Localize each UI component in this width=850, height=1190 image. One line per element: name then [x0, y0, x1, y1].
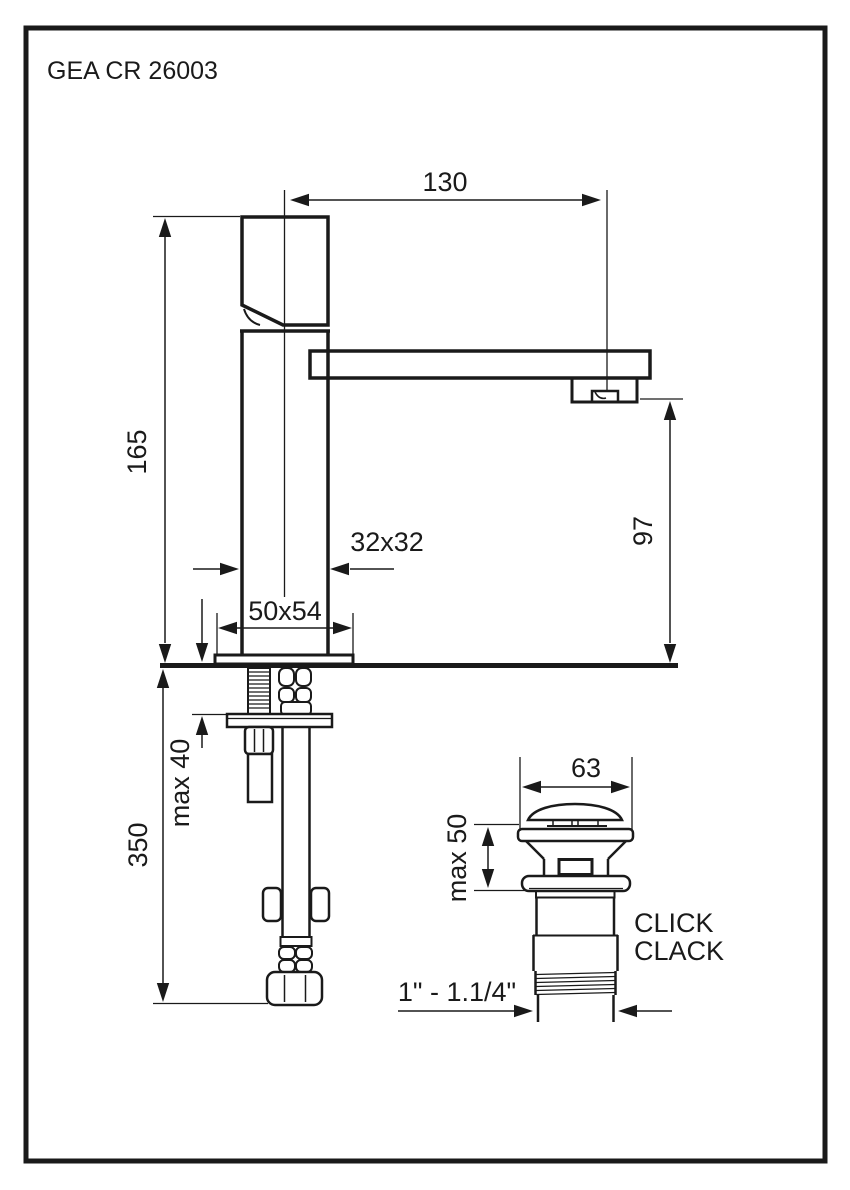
dim-total-height: 165 [122, 215, 240, 663]
waste-type-label-line2: CLACK [634, 936, 724, 966]
dim-body-section: 32x32 [193, 527, 424, 576]
arrowhead [481, 827, 495, 846]
dim-base-plate: 50x54 [216, 596, 354, 655]
sheet-border [23, 25, 828, 1164]
arrowhead [330, 562, 349, 576]
product-code: GEA CR 26003 [47, 57, 218, 85]
arrowhead [522, 780, 541, 794]
waste-cone-left [525, 840, 545, 860]
waste-type-label-line1: CLICK [634, 908, 714, 938]
dim-waste-diameter: 63 [519, 753, 633, 831]
waste-cap-dome [526, 802, 624, 822]
dim-value: 50x54 [248, 596, 322, 626]
arrowhead [663, 644, 677, 663]
dim-value: 63 [571, 753, 601, 783]
faucet-front-view [160, 190, 678, 668]
dim-value: max 40 [165, 739, 195, 828]
supply-hose [261, 727, 331, 1007]
aerator-outlet [590, 389, 620, 404]
arrowhead [158, 644, 172, 663]
arrowhead [333, 621, 352, 635]
threaded-stud [247, 667, 271, 715]
dim-max-mounting-thickness: max 40 [165, 599, 229, 827]
arrowhead [195, 643, 209, 662]
dim-value: 32x32 [350, 527, 424, 557]
hose-side-tab-left [261, 886, 283, 923]
arrowhead [220, 562, 239, 576]
arrowhead [582, 193, 601, 207]
faucet-spout [308, 349, 652, 380]
dim-hose-length: 350 [123, 669, 268, 1005]
hose-upper-fitting [278, 667, 312, 716]
waste-cone-right [607, 840, 627, 860]
dim-spout-reach: 130 [290, 167, 608, 391]
dim-value: 97 [628, 516, 658, 546]
arrowhead [514, 1004, 533, 1018]
arrowhead [618, 1004, 637, 1018]
arrowhead [218, 621, 237, 635]
arrowhead [290, 193, 309, 207]
hose-side-tab-right [309, 886, 331, 923]
dim-value: max 50 [442, 814, 472, 903]
arrowhead [156, 669, 170, 688]
below-deck-assembly [225, 667, 334, 1007]
dim-value: 130 [422, 167, 467, 197]
dim-waste-thread: 1" - 1.1/4" [398, 977, 672, 1018]
arrowhead [481, 869, 495, 888]
arrowhead [195, 716, 209, 735]
hose-end-nut [265, 970, 324, 1007]
aerator-screen-arc [594, 391, 607, 400]
base-plate [213, 653, 355, 666]
waste-top-flange [516, 827, 635, 843]
waste-side-hole [557, 858, 594, 876]
waste-lower-flange [520, 874, 632, 893]
hose-collar [279, 936, 313, 947]
click-clack-waste: CLICK CLACK [516, 802, 724, 1022]
handle-lever-curve [243, 308, 261, 326]
faucet-handle [240, 215, 330, 327]
waste-lip [535, 891, 616, 899]
dim-value: 1" - 1.1/4" [398, 977, 516, 1007]
dim-value: 350 [123, 822, 153, 867]
arrowhead [611, 780, 630, 794]
dim-value: 165 [122, 429, 152, 474]
arrowhead [663, 401, 677, 420]
arrowhead [158, 218, 172, 237]
clamping-plate [225, 712, 334, 729]
fixing-nut [243, 725, 275, 756]
waste-thread [534, 971, 617, 996]
dim-spout-height: 97 [628, 398, 683, 663]
dim-waste-max-height: max 50 [442, 814, 525, 903]
stud-end [246, 752, 274, 804]
arrowhead [156, 983, 170, 1002]
